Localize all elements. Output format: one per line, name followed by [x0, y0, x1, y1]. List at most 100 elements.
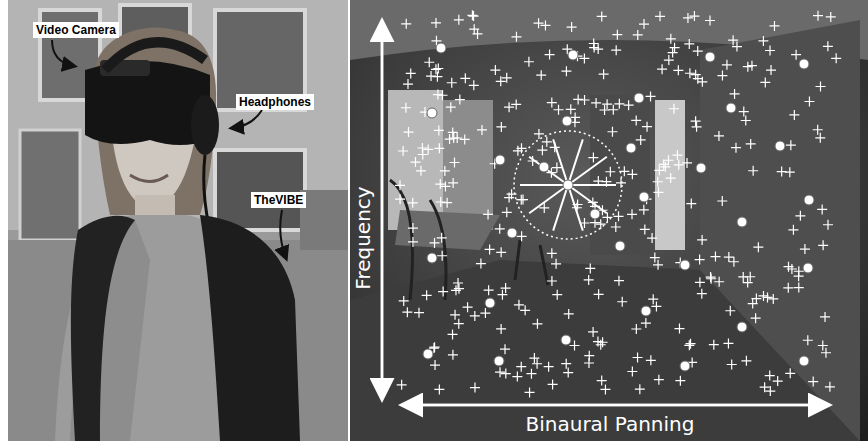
pixel-cross: [414, 308, 424, 318]
pixel-cross: [469, 11, 479, 21]
pixel-cross: [552, 290, 562, 300]
pixel-cross: [417, 143, 427, 153]
pixel-cross: [611, 222, 621, 232]
pixel-cross: [825, 382, 835, 392]
pixel-cross: [818, 240, 828, 250]
pixel-cross: [647, 233, 657, 243]
pixel-cross: [821, 348, 831, 358]
pixel-cross: [435, 179, 445, 189]
pixel-cross: [517, 231, 527, 241]
pixel-cross: [580, 95, 590, 105]
pixel-cross: [561, 66, 571, 76]
pixel-cross: [635, 384, 645, 394]
pixel-cross: [729, 257, 739, 267]
pixel-cross: [526, 369, 536, 379]
pixel-cross: [815, 133, 825, 143]
pixel-cross: [440, 166, 450, 176]
pixel-cross: [614, 99, 624, 109]
pixel-cross: [813, 125, 823, 135]
pixel-cross: [823, 220, 833, 230]
pixel-cross: [460, 73, 470, 83]
receptive-field-dot: [799, 356, 809, 366]
pixel-cross: [554, 105, 564, 115]
pixel-cross: [455, 95, 465, 105]
pixel-cross: [648, 294, 658, 304]
pixel-cross: [686, 199, 696, 209]
receptive-field-dot: [680, 361, 690, 371]
pixel-cross: [817, 204, 827, 214]
receptive-field-dot: [562, 116, 572, 126]
pixel-cross: [403, 127, 413, 137]
pixel-cross: [684, 39, 694, 49]
pixel-cross: [469, 24, 479, 34]
pixel-cross: [747, 61, 757, 71]
pixel-cross: [448, 127, 458, 137]
pixel-cross: [766, 65, 776, 75]
pixel-cross: [424, 57, 434, 67]
pixel-cross: [741, 115, 751, 125]
pixel-cross: [769, 21, 779, 31]
receptive-field-dot: [626, 143, 636, 153]
pixel-cross: [753, 242, 763, 252]
pixel-cross: [691, 116, 701, 126]
pixel-cross: [430, 238, 440, 248]
pixel-cross: [470, 311, 480, 321]
pixel-cross: [666, 173, 676, 183]
pixel-cross: [579, 53, 589, 63]
pixel-cross: [789, 110, 799, 120]
pixel-cross: [454, 15, 464, 25]
pixel-cross: [633, 352, 643, 362]
pixel-cross: [403, 79, 413, 89]
pixel-cross: [741, 356, 751, 366]
pixel-cross: [686, 339, 696, 349]
pixel-cross: [591, 98, 601, 108]
pixel-cross: [469, 80, 479, 90]
pixel-cross: [692, 122, 702, 132]
pixel-cross: [516, 362, 526, 372]
pixel-cross: [437, 233, 447, 243]
pixel-cross: [689, 11, 699, 21]
pixel-cross: [730, 89, 740, 99]
pixel-cross: [453, 278, 463, 288]
spoke-line: [568, 185, 607, 213]
pixel-cross: [593, 337, 603, 347]
pixel-cross: [542, 137, 552, 147]
pixel-cross: [544, 362, 554, 372]
receptive-field-dot: [680, 260, 690, 270]
pixel-cross: [501, 283, 511, 293]
receptive-field-dot: [539, 162, 549, 172]
pixel-cross: [768, 294, 778, 304]
pixel-cross: [477, 125, 487, 135]
pixel-cross: [410, 157, 420, 167]
pixel-cross: [823, 41, 833, 51]
pixel-cross: [758, 36, 768, 46]
pixel-cross: [723, 338, 733, 348]
pixel-cross: [826, 12, 836, 22]
pixel-cross: [416, 166, 426, 176]
pixel-cross: [460, 134, 470, 144]
receptive-field-dot: [641, 306, 651, 316]
pixel-cross: [631, 324, 641, 334]
pixel-cross: [430, 360, 440, 370]
pixel-cross: [540, 20, 550, 30]
pixel-cross: [504, 193, 514, 203]
callout-label: Headphones: [236, 94, 314, 110]
pixel-cross: [639, 205, 649, 215]
pixel-cross: [573, 94, 583, 104]
pixel-cross: [794, 271, 804, 281]
pixel-cross: [685, 68, 695, 78]
pixel-cross: [794, 283, 804, 293]
receptive-field-dot: [485, 298, 495, 308]
pixel-cross: [432, 72, 442, 82]
receptive-field-dot: [507, 228, 517, 238]
pixel-cross: [501, 369, 511, 379]
pixel-cross: [520, 305, 530, 315]
pixel-cross: [440, 181, 450, 191]
pixel-cross: [760, 77, 770, 87]
pixel-cross: [653, 187, 663, 197]
receptive-field-dot: [561, 335, 571, 345]
pixel-cross: [434, 143, 444, 153]
pixel-cross: [674, 324, 684, 334]
pixel-cross: [437, 251, 447, 261]
